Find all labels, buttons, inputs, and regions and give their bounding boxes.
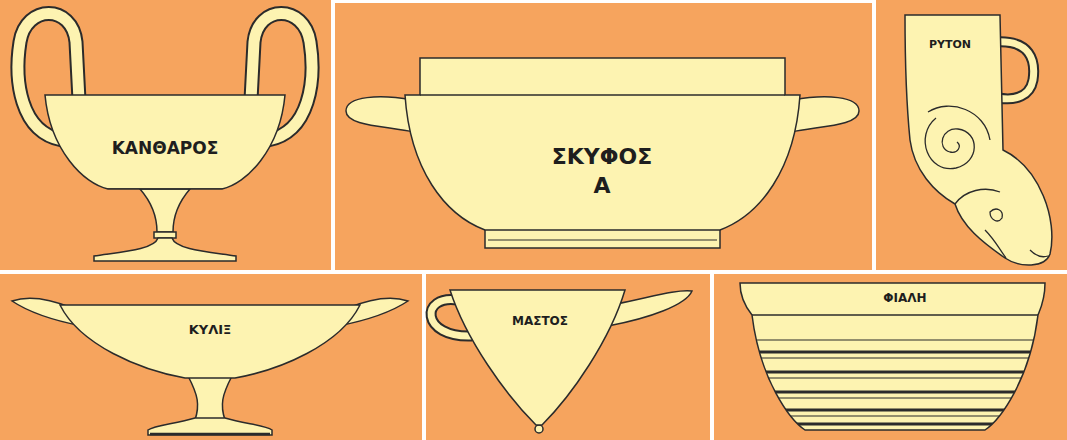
panel-separator xyxy=(710,274,714,440)
vessel-outline xyxy=(405,58,800,230)
phiale-rib xyxy=(740,351,1045,354)
vessel-shape xyxy=(405,58,800,230)
vessel-name: ΣΚΥΦΟΣ Α xyxy=(552,143,652,200)
panel-separator xyxy=(335,0,872,3)
vessel-detail xyxy=(745,314,1040,315)
vessel-detail xyxy=(1030,250,1048,257)
skyphos-handle xyxy=(346,97,414,132)
vessel-detail xyxy=(925,118,974,169)
kantharos-body: ΚΑΝΘΑΡΟΣ xyxy=(45,95,285,190)
mastos-nipple xyxy=(535,425,543,433)
panel-separator xyxy=(331,0,335,270)
vessel-name: ΡΥΤΟΝ xyxy=(875,38,1025,52)
panel-separator xyxy=(422,274,426,440)
kantharos-ring xyxy=(154,232,176,238)
kylix-stem xyxy=(188,376,232,420)
vessel-shape xyxy=(905,15,1052,265)
vessel-shape xyxy=(45,95,285,189)
vessel-detail xyxy=(928,106,990,140)
phiale-rib xyxy=(740,339,1045,340)
phiale-rib xyxy=(740,357,1045,358)
phiale-rib xyxy=(740,409,1045,412)
phiale-rib xyxy=(740,371,1045,374)
phiale-rib xyxy=(740,391,1045,394)
vessel-detail xyxy=(985,230,1006,258)
vessel-shape xyxy=(60,305,360,378)
panel-separator xyxy=(872,0,876,270)
kylix-foot xyxy=(148,418,272,435)
vessel-detail xyxy=(420,94,785,95)
vessel-name: ΦΙΑΛΗ xyxy=(753,291,1058,307)
skyphos-foot-line xyxy=(488,240,717,241)
kantharos-foot xyxy=(94,238,236,261)
vessel-shape xyxy=(450,290,625,425)
vessel-outline xyxy=(450,290,625,425)
kylix-bowl: ΚΥΛΙΞ xyxy=(60,305,360,378)
vessel-detail xyxy=(106,188,224,189)
skyphos-handle xyxy=(791,97,859,132)
vessel-name: ΜΑΣΤΟΣ xyxy=(453,314,628,330)
vessel-detail xyxy=(955,189,1000,204)
phiale-rib xyxy=(740,415,1045,416)
vessel-name: ΚΥΛΙΞ xyxy=(60,322,360,339)
vessel-name: ΚΑΝΘΑΡΟΣ xyxy=(45,137,285,159)
skyphos-foot xyxy=(485,229,720,248)
vessel-detail xyxy=(990,209,1002,221)
rhyton-body: ΡΥΤΟΝ xyxy=(905,15,1055,268)
kantharos-stem xyxy=(140,189,190,232)
vessel-outline xyxy=(60,305,360,378)
skyphos-body: ΣΚΥΦΟΣ Α xyxy=(405,58,800,230)
mastos-body: ΜΑΣΤΟΣ xyxy=(450,290,625,425)
phiale-rib xyxy=(740,397,1045,398)
kylix-foot-line xyxy=(150,433,270,436)
phiale-rib xyxy=(740,423,1045,426)
panel-separator xyxy=(0,270,1067,274)
vessel-outline xyxy=(905,15,1055,268)
phiale-rib xyxy=(740,377,1045,378)
phiale-body: ΦΙΑΛΗ xyxy=(740,283,1045,430)
